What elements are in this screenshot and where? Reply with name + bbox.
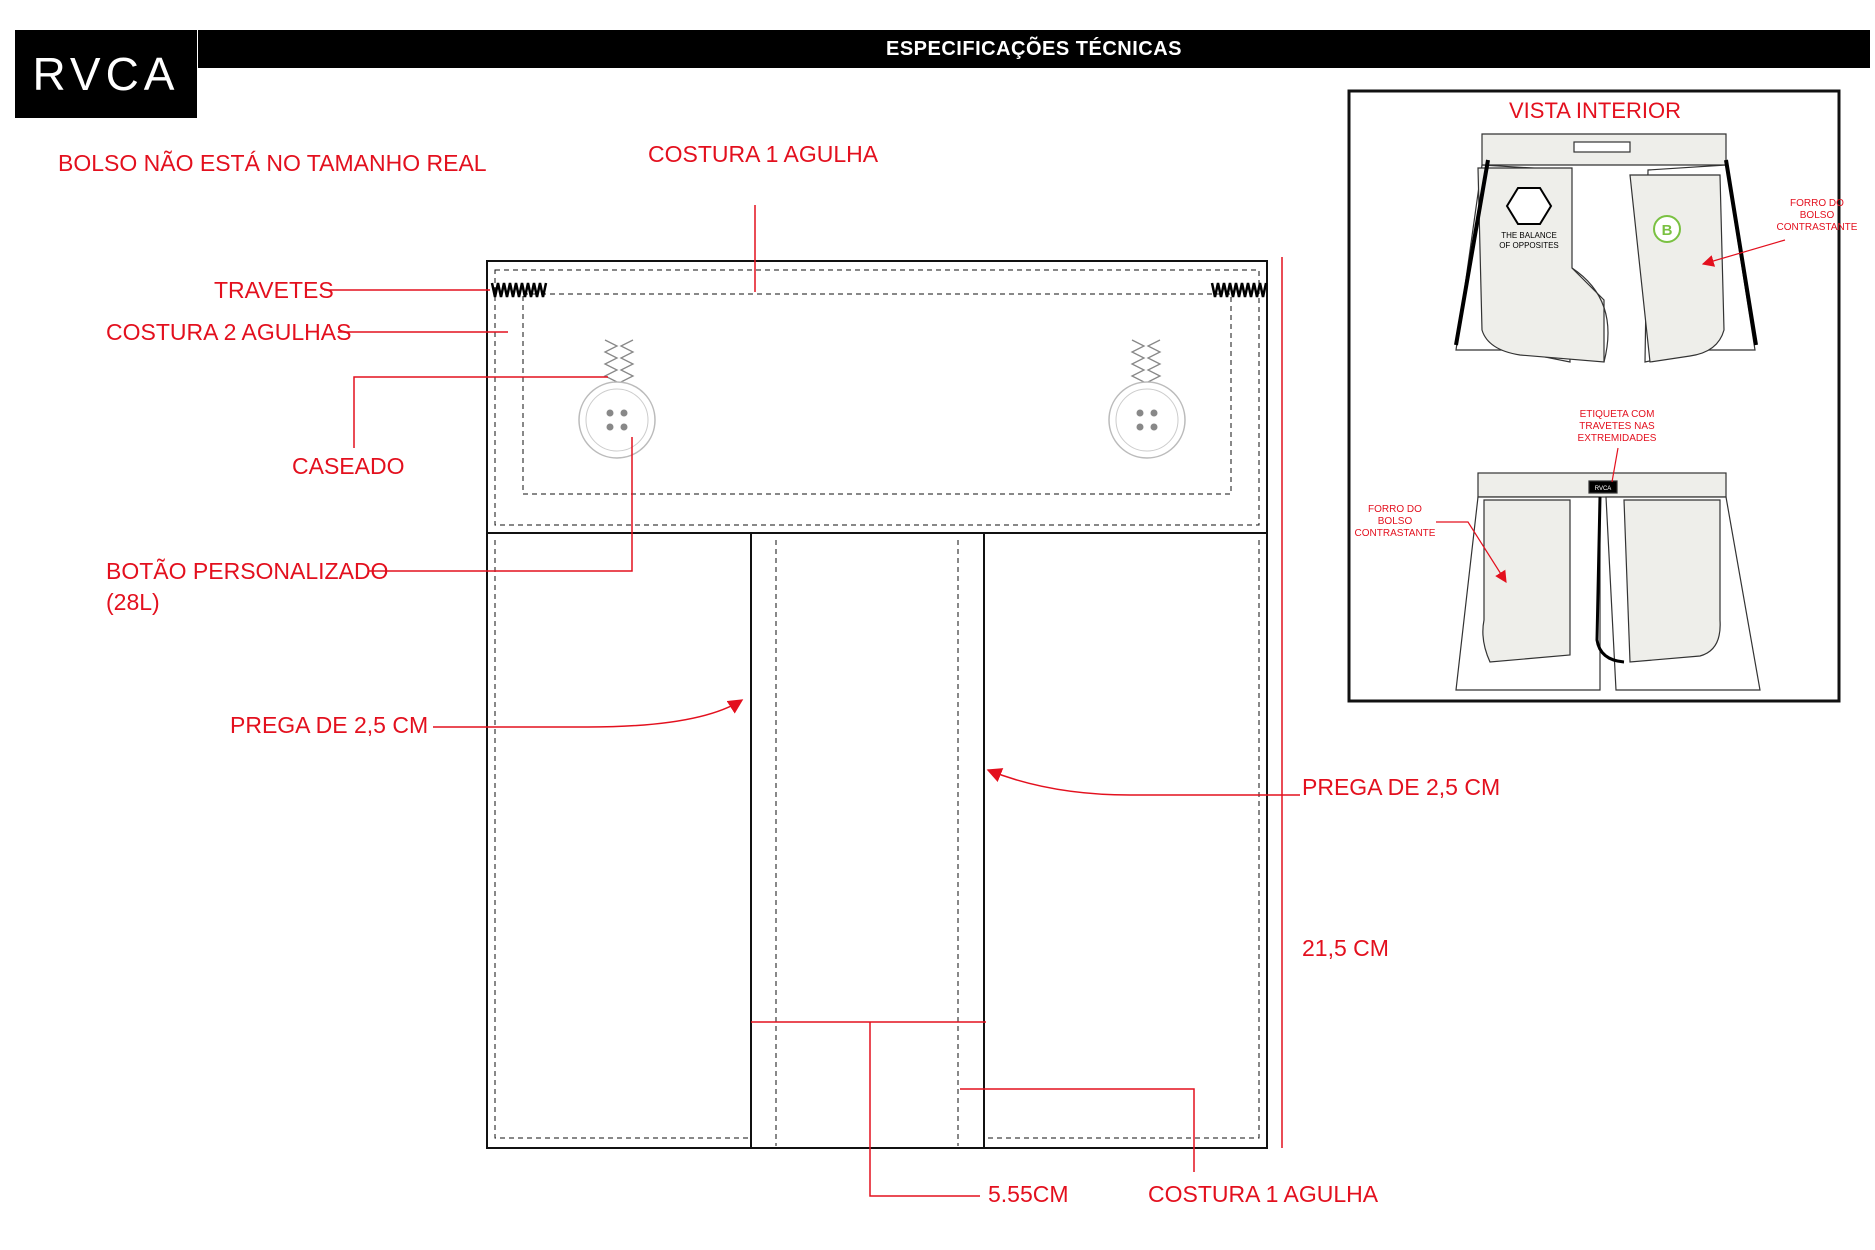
interior-view-lower (1455, 472, 1761, 691)
button-right (1108, 381, 1186, 459)
flap-outer-stitch (494, 269, 1260, 526)
leader-label (1611, 447, 1619, 483)
label-bartacks: TRAVETES (214, 277, 334, 303)
badge-b (1653, 215, 1681, 243)
leader-bottom-stitch (960, 1088, 1195, 1172)
label-note: ETIQUETA COM TRAVETES NAS EXTREMIDADES (1577, 409, 1657, 444)
body-stitch-right (983, 540, 1260, 1139)
header-bar: ESPECIFICAÇÕES TÉCNICAS (198, 30, 1870, 68)
badge-letter: B (1662, 222, 1673, 239)
header-title: ESPECIFICAÇÕES TÉCNICAS (886, 38, 1182, 60)
brand-label-text: RVCA (1595, 486, 1612, 492)
label-bottom-stitch: COSTURA 1 AGULHA (1148, 1181, 1379, 1207)
label-buttonhole: CASEADO (292, 453, 405, 479)
print-line-1: THE BALANCE (1501, 231, 1557, 240)
button-left (578, 381, 656, 459)
leader-buttonhole (353, 376, 608, 448)
leader-pleat-left (433, 699, 744, 728)
interior-panel-title: VISTA INTERIOR (1509, 98, 1681, 123)
buttonhole-left (603, 339, 635, 383)
leader-lines (324, 205, 1300, 1197)
body-stitch-left (494, 540, 752, 1139)
hexagon-logo (1505, 187, 1553, 225)
label-pleat-right: PREGA DE 2,5 CM (1302, 774, 1501, 800)
brand-label-tag (1588, 480, 1618, 494)
label-top-stitch: COSTURA 1 AGULHA (648, 141, 879, 167)
leader-button (368, 437, 633, 572)
leader-pleat-right (986, 768, 1300, 796)
interior-view-upper (1454, 133, 1758, 363)
box-pleat (750, 532, 985, 1149)
flap-inner-stitch (522, 293, 1232, 495)
pocket-drawing (486, 260, 1268, 1149)
label-height: 21,5 CM (1302, 935, 1389, 961)
brand-logo: RVCA (15, 30, 197, 118)
buttonhole-right (1130, 339, 1162, 383)
label-pleat-left: PREGA DE 2,5 CM (230, 712, 429, 738)
note-not-real-size: BOLSO NÃO ESTÁ NO TAMANHO REAL (58, 150, 487, 176)
lining-note-top: FORRO DO BOLSO CONTRASTANTE (1776, 198, 1858, 233)
leader-lining-bottom (1436, 521, 1507, 584)
label-pleat-width: 5.55CM (988, 1181, 1069, 1207)
label-button-size: (28L) (106, 589, 160, 615)
label-button: BOTÃO PERSONALIZADO (106, 558, 389, 584)
print-line-2: OF OPPOSITES (1499, 241, 1559, 250)
leader-pleat-width (869, 1022, 980, 1197)
leader-lining-top (1701, 239, 1786, 267)
bartack-right (1210, 282, 1268, 298)
label-double-needle: COSTURA 2 AGULHAS (106, 319, 352, 345)
bartack-left (490, 282, 548, 298)
lining-note-bottom: FORRO DO BOLSO CONTRASTANTE (1354, 504, 1436, 539)
